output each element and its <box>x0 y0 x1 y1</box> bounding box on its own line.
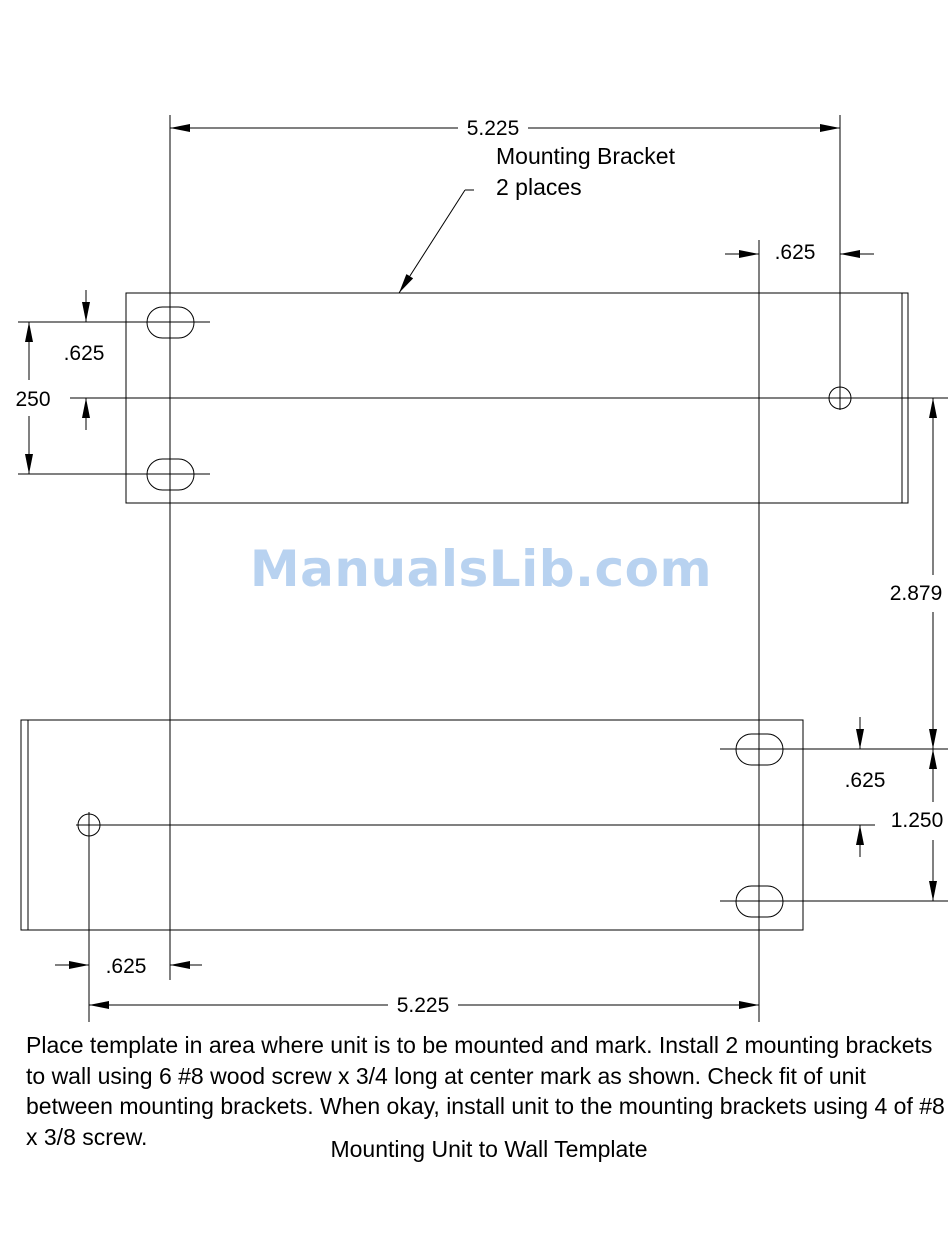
dim-between-brackets-label: 2.879 <box>890 582 943 605</box>
callout-leader <box>398 189 474 294</box>
callout-label-line-2: 2 places <box>496 174 582 200</box>
dim-bottom-left-offset-label: .625 <box>106 955 147 978</box>
callout-label-line-1: Mounting Bracket <box>496 143 676 169</box>
watermark: ManualsLib.com <box>249 540 713 598</box>
dim-top-width-label: 5.225 <box>467 117 520 140</box>
dim-top-left-offset-label: .625 <box>64 342 105 365</box>
extension-lines <box>18 115 948 1022</box>
installation-instructions: Place template in area where unit is to … <box>26 1032 945 1150</box>
dim-bottom-right-offset-label: .625 <box>845 769 886 792</box>
dim-bottom-width-label: 5.225 <box>397 994 450 1017</box>
dim-top-right-offset-label: .625 <box>775 241 816 264</box>
template-caption: Mounting Unit to Wall Template <box>330 1136 648 1162</box>
dim-bottom-right-spacing-label: 1.250 <box>891 809 944 832</box>
dim-top-left-spacing-label: 250 <box>15 388 50 411</box>
